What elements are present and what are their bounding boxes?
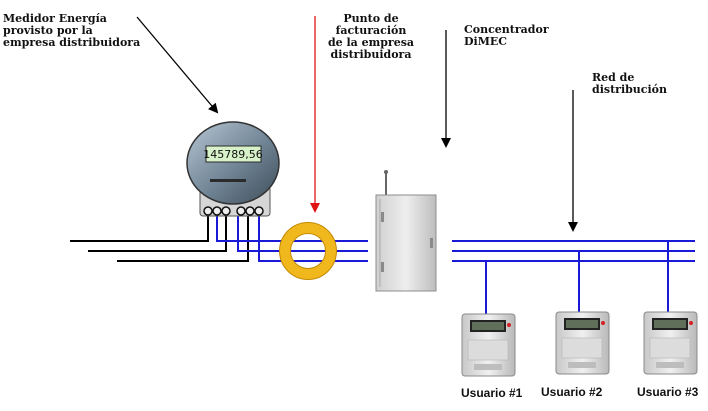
network-label: Red de distribución	[592, 71, 668, 96]
concentrator-label: Concentrador DiMEC	[464, 23, 549, 48]
concentrator-cabinet	[375, 170, 437, 292]
user-meter-2	[555, 311, 610, 375]
meter-display	[205, 145, 262, 163]
billing-point-label: Punto de facturación de la empresa distr…	[327, 12, 415, 61]
distribution-lines	[452, 240, 695, 320]
user-label-3: Usuario #3	[637, 385, 699, 399]
meter-pointer-arrow	[136, 16, 219, 114]
user-meter-1	[461, 313, 516, 377]
energy-meter	[186, 121, 280, 217]
meter-label: Medidor Energía provisto por la empresa …	[3, 12, 141, 49]
billing-ring	[279, 222, 337, 280]
user-label-1: Usuario #1	[461, 386, 523, 400]
meter-terminals	[203, 206, 264, 216]
incoming-black-wires	[70, 214, 249, 262]
user-label-2: Usuario #2	[541, 385, 603, 399]
user-meter-3	[643, 311, 698, 375]
meter-display-value: 145789,56	[203, 148, 263, 161]
